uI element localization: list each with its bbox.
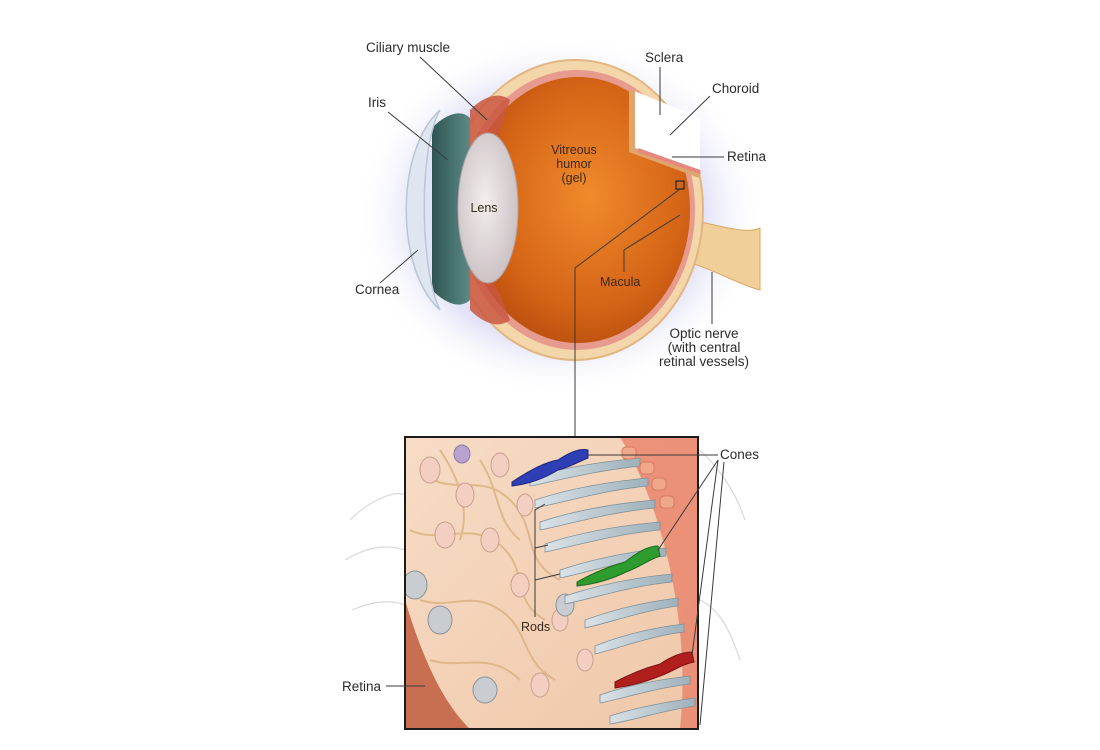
label-rods: Rods xyxy=(521,620,550,634)
label-vitreous-line2: humor xyxy=(556,157,591,171)
label-choroid: Choroid xyxy=(712,81,759,96)
zoom-connector xyxy=(574,188,681,437)
retina-detail-panel xyxy=(344,436,746,730)
background-sketch xyxy=(344,449,746,661)
iris-shape xyxy=(432,113,470,305)
lens-shape xyxy=(457,132,519,284)
label-vitreous-line1: Vitreous xyxy=(551,143,597,157)
label-optic-nerve-line1: Optic nerve xyxy=(669,326,738,341)
label-vitreous-line3: (gel) xyxy=(561,171,586,185)
leader-cones-red xyxy=(691,459,719,656)
retinal-cells xyxy=(419,452,594,698)
label-lens: Lens xyxy=(470,201,497,215)
label-optic-nerve-line2: (with central xyxy=(668,340,741,355)
label-retina-top: Retina xyxy=(727,149,767,164)
label-sclera: Sclera xyxy=(645,50,684,65)
leader-ciliary-muscle xyxy=(419,56,488,121)
retina-strip xyxy=(405,600,470,729)
blue-cone-cell xyxy=(511,449,589,487)
label-iris: Iris xyxy=(368,95,386,110)
label-ciliary-muscle: Ciliary muscle xyxy=(366,40,450,55)
pigment-epithelium-cells xyxy=(621,446,675,509)
leader-choroid xyxy=(669,95,711,136)
label-optic-nerve-line3: retinal vessels) xyxy=(659,354,749,369)
leader-macula xyxy=(623,214,681,272)
choroid-band xyxy=(620,437,698,729)
label-retina-bottom: Retina xyxy=(342,679,382,694)
retina-detail-border xyxy=(404,436,699,730)
green-cone-cell xyxy=(576,545,661,587)
leader-cornea xyxy=(379,249,419,284)
cutaway-edge xyxy=(629,90,702,178)
label-macula: Macula xyxy=(600,275,640,289)
label-cones: Cones xyxy=(720,447,759,462)
cutaway-choroid-edge xyxy=(637,148,701,174)
label-cornea: Cornea xyxy=(355,282,400,297)
leader-cones-green xyxy=(657,459,719,551)
leader-cones-extra xyxy=(699,461,725,726)
leader-rods xyxy=(534,503,561,617)
red-cone-cell xyxy=(614,651,695,689)
optic-nerve xyxy=(687,219,761,291)
purple-cell xyxy=(453,444,471,464)
leader-iris xyxy=(387,111,449,161)
cornea-shape xyxy=(405,109,441,311)
